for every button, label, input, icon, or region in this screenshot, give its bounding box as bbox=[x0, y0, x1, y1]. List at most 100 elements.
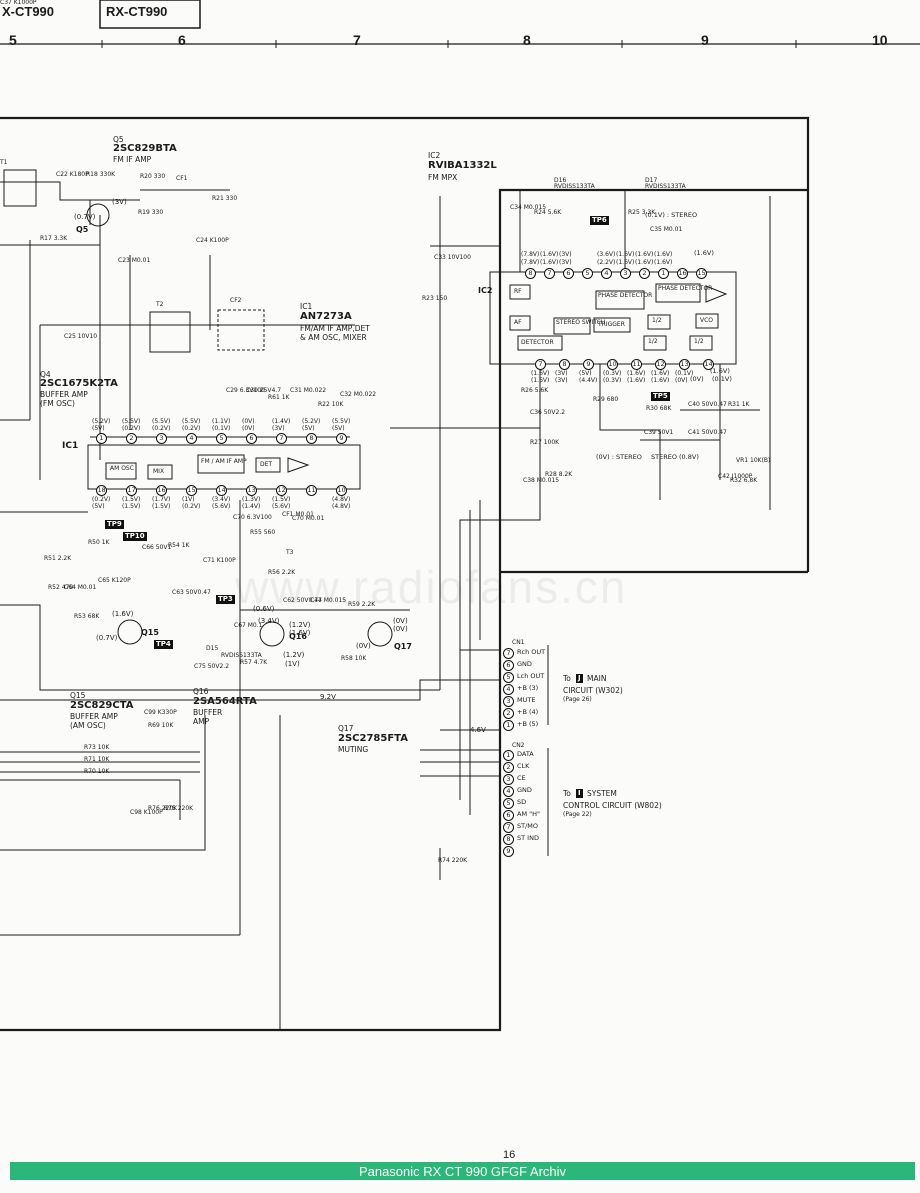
q17-voltage-1: (0V) bbox=[393, 617, 408, 625]
component-label: R24 5.6K bbox=[534, 209, 562, 216]
cn1-pin: 7 bbox=[503, 648, 514, 659]
ic2-bottom-voltage: (5V) bbox=[579, 370, 592, 377]
component-label: C65 K120P bbox=[98, 577, 131, 584]
component-label: C64 M0.01 bbox=[64, 584, 97, 591]
ic1-top-voltage: (3V) bbox=[272, 425, 285, 432]
cn1-pin-label: GND bbox=[517, 660, 532, 668]
ic2-bottom-pin: 9 bbox=[583, 359, 594, 370]
q16-voltage-1: (0.6V) bbox=[253, 605, 275, 613]
component-label: R69 10K bbox=[148, 722, 174, 729]
q15-voltage-1: (1.6V) bbox=[112, 610, 134, 618]
ic1-bottom-voltage: (1.7V) bbox=[152, 496, 171, 503]
component-label: R17 3.3K bbox=[40, 235, 68, 242]
cn2-pin: 6 bbox=[503, 810, 514, 821]
cn2-pin: 5 bbox=[503, 798, 514, 809]
ic1-bottom-pin: 13 bbox=[246, 485, 257, 496]
cn2-pin: 9 bbox=[503, 846, 514, 857]
component-label: C33 10V100 bbox=[434, 254, 471, 261]
component-label: R25 3.3K bbox=[628, 209, 656, 216]
component-label: C22 K180P bbox=[56, 171, 89, 178]
ic1-top-voltage: (5V) bbox=[92, 425, 105, 432]
cn1-pin-label: Lch OUT bbox=[517, 672, 545, 680]
ic2-top-pin: 5 bbox=[582, 268, 593, 279]
cn2-pin-label: GND bbox=[517, 786, 532, 794]
component-label: R21 330 bbox=[212, 195, 238, 202]
component-label: R18 330K bbox=[86, 171, 116, 178]
cn1-pin-label: MUTE bbox=[517, 696, 536, 704]
ic2-bottom-voltage: (0.3V) bbox=[603, 370, 622, 377]
ic1-top-voltage: (0.2V) bbox=[152, 425, 171, 432]
cn2-to-circuit: CONTROL CIRCUIT (W802) bbox=[563, 801, 662, 810]
ic2-phase-detector-1 bbox=[595, 290, 645, 310]
ic1-top-voltage: (5.5V) bbox=[152, 418, 171, 425]
component-label: R55 560 bbox=[250, 529, 276, 536]
cn2-board-letter: I bbox=[576, 789, 583, 798]
component-label: C70 M0.01 bbox=[292, 515, 325, 522]
ic2-block-detector: DETECTOR bbox=[521, 339, 554, 346]
ic2-block-trigger: TRIGGER bbox=[598, 321, 625, 328]
ic2-bottom-pin: 10 bbox=[607, 359, 618, 370]
stereo-voltage-3: STEREO (0.8V) bbox=[651, 453, 699, 461]
ic1-top-pin: 5 bbox=[216, 433, 227, 444]
cn2-pin-label: DATA bbox=[517, 750, 534, 758]
ic2-block-af: AF bbox=[514, 319, 522, 326]
ic2-block-phase-1: PHASE DETECTOR bbox=[598, 292, 653, 299]
component-label: R27 100K bbox=[530, 439, 560, 446]
q15-transistor bbox=[117, 619, 143, 645]
component-label: R74 220K bbox=[438, 857, 468, 864]
ic2-top-voltage: (3.6V) bbox=[597, 251, 616, 258]
cn1-pin-label: +B (3) bbox=[517, 684, 539, 692]
component-label: R29 680 bbox=[593, 396, 619, 403]
cn2-pin: 1 bbox=[503, 750, 514, 761]
d16-label: D16 bbox=[554, 177, 567, 184]
ic1-bottom-voltage: (1V) bbox=[182, 496, 195, 503]
ic2-ref: IC2 bbox=[428, 151, 441, 160]
grid-column-6: 6 bbox=[178, 32, 186, 48]
ic1-top-pin: 7 bbox=[276, 433, 287, 444]
cn2-to-prefix: To bbox=[563, 789, 571, 798]
cn2-pin-label: CE bbox=[517, 774, 526, 782]
ic2-block-vco: VCO bbox=[700, 317, 714, 324]
ic1-top-voltage: (1.1V) bbox=[212, 418, 231, 425]
ic1-bottom-voltage: (5.6V) bbox=[272, 503, 291, 510]
model-label-left: X-CT990 bbox=[2, 4, 55, 19]
q5-part: 2SC829BTA bbox=[113, 143, 177, 154]
ic1-bottom-voltage: (1.5V) bbox=[122, 503, 141, 510]
ic1-top-voltage: (5.5V) bbox=[122, 418, 141, 425]
footer-text: Panasonic RX CT 990 GFGF Archiv bbox=[358, 1164, 567, 1179]
component-label: C39 50V1 bbox=[644, 429, 674, 436]
component-label: C41 50V0.47 bbox=[688, 429, 727, 436]
stereo-voltage-5: (1.6V) bbox=[710, 367, 730, 375]
ic1-top-pin: 9 bbox=[336, 433, 347, 444]
ic2-top-voltage: (2.2V) bbox=[597, 259, 616, 266]
tuner-frame-inner bbox=[0, 188, 808, 1032]
stereo-voltage-4: (1.6V) bbox=[694, 249, 714, 257]
cn2-pin: 7 bbox=[503, 822, 514, 833]
component-label: R71 10K bbox=[84, 756, 110, 763]
cn2-to-name: SYSTEM bbox=[587, 789, 617, 798]
ic2-top-voltage: (1.6V) bbox=[654, 251, 673, 258]
ic2-stereo-switch bbox=[553, 317, 591, 335]
ic2-bottom-voltage: (3V) bbox=[555, 370, 568, 377]
ic1-top-voltage: (0V) bbox=[242, 425, 255, 432]
ic1-top-pin: 8 bbox=[306, 433, 317, 444]
cn1-to-page: (Page 26) bbox=[563, 696, 592, 703]
q16-symbol-label: Q16 bbox=[289, 632, 307, 641]
component-label: CF1 M0.01 bbox=[282, 511, 314, 518]
component-label: T2 bbox=[156, 301, 164, 308]
ic2-inside-label: IC2 bbox=[478, 286, 493, 295]
ic1-bottom-voltage: (1.3V) bbox=[242, 496, 261, 503]
component-label: C35 M0.01 bbox=[650, 226, 683, 233]
q4-function-1: BUFFER AMP bbox=[40, 390, 88, 399]
ic2-block-half-3: 1/2 bbox=[694, 338, 704, 345]
ic1-inside-label: IC1 bbox=[62, 441, 79, 451]
component-label: T3 bbox=[286, 549, 294, 556]
ic2-top-voltage: (3V) bbox=[559, 259, 572, 266]
component-label: C36 50V2.2 bbox=[530, 409, 566, 416]
component-label: C23 M0.01 bbox=[118, 257, 151, 264]
q17-symbol-label: Q17 bbox=[394, 642, 412, 651]
component-label: R19 330 bbox=[138, 209, 164, 216]
cn1-to-circuit: CIRCUIT (W302) bbox=[563, 686, 623, 695]
component-label: R28 8.2K bbox=[545, 471, 573, 478]
ic2-bottom-voltage: (1.6V) bbox=[531, 370, 550, 377]
